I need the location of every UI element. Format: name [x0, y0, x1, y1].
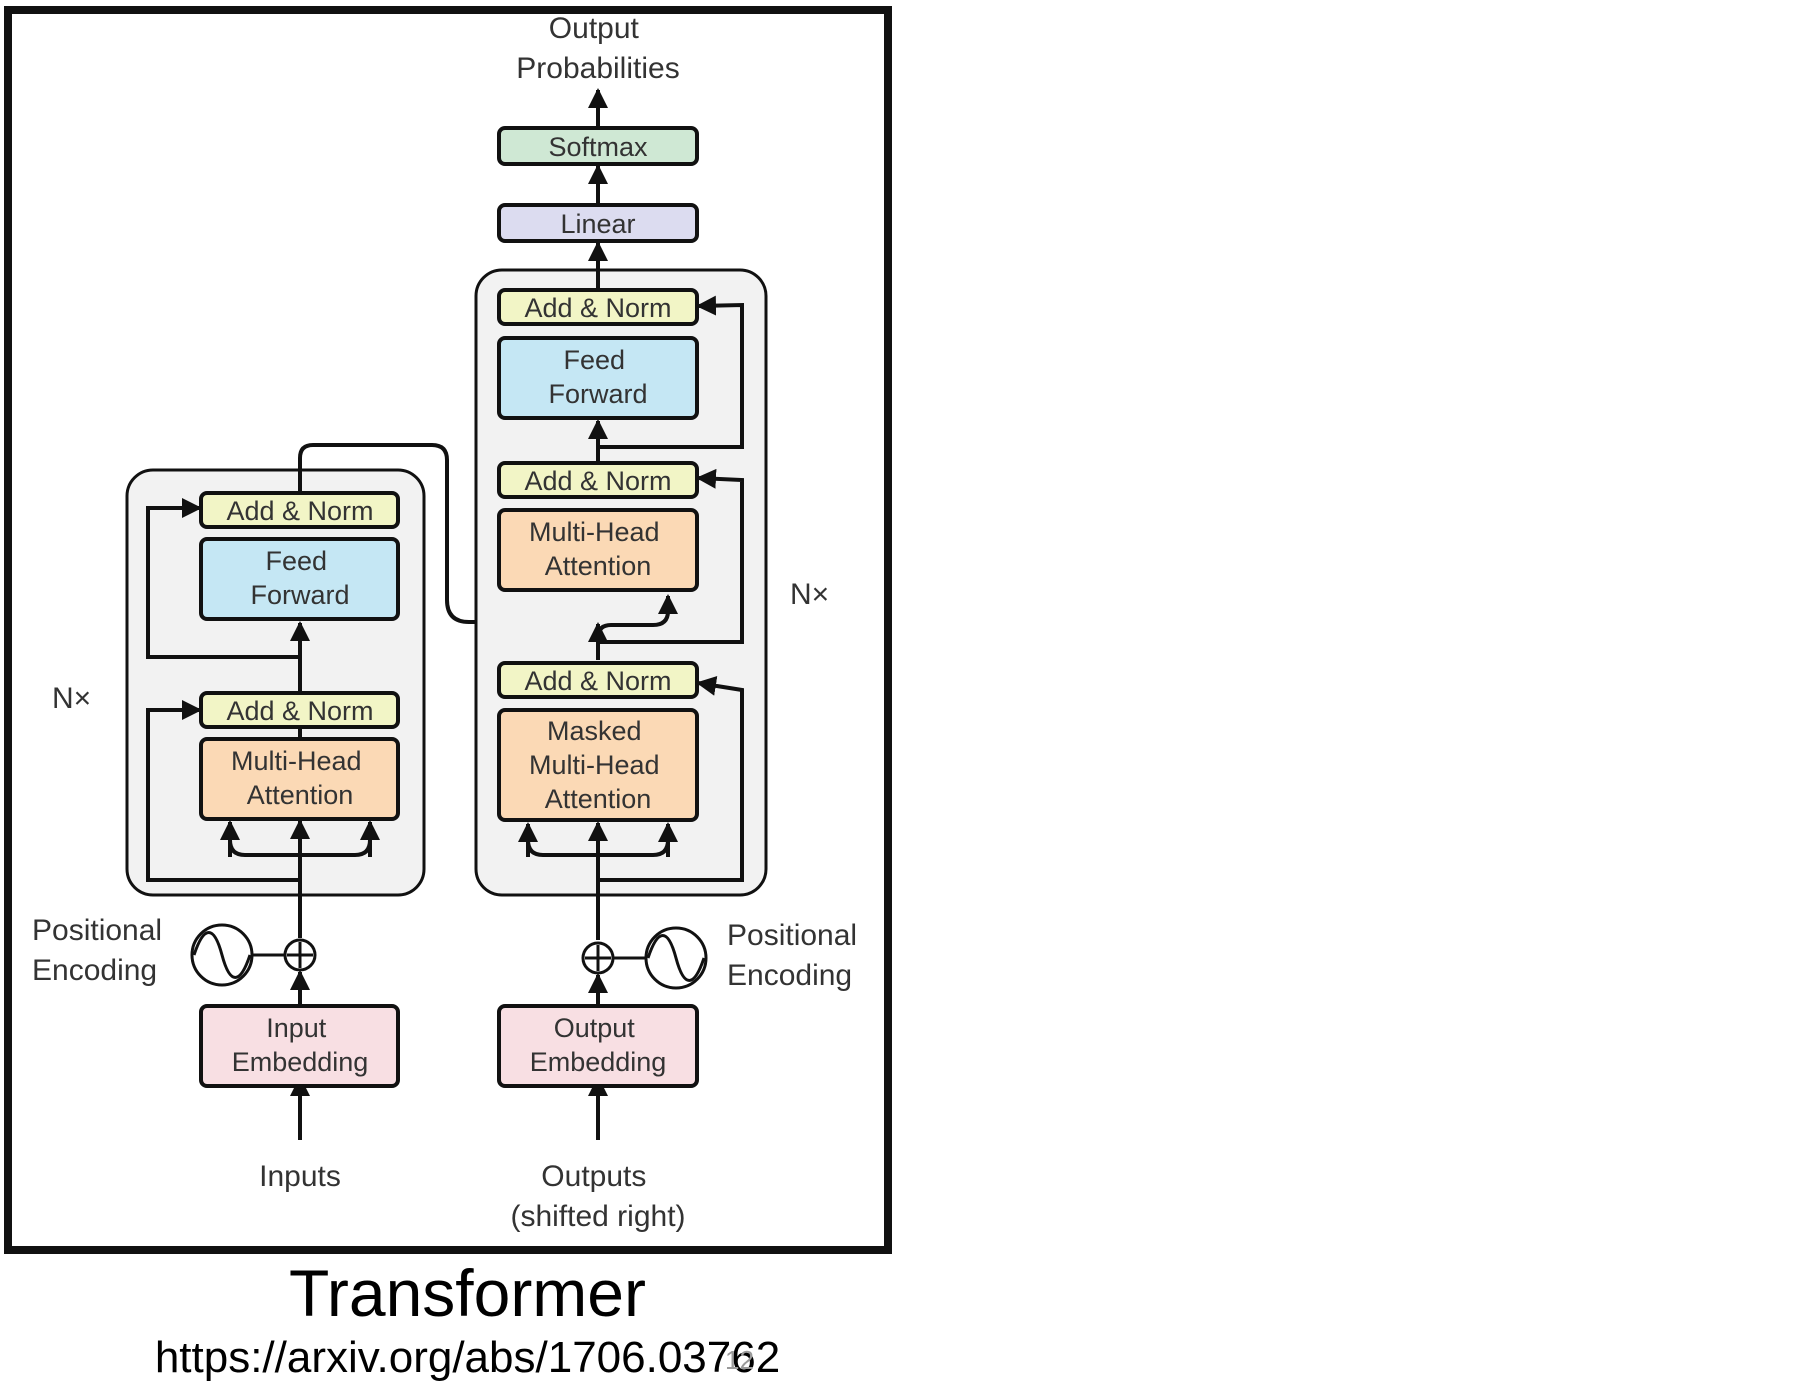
decoder-output-embedding-label: Output Embedding: [530, 1013, 667, 1077]
decoder-embedding-line-2: Embedding: [530, 1047, 667, 1077]
output-probabilities-label: Output Probabilities: [516, 12, 679, 85]
encoder-mha-line-2: Attention: [247, 780, 354, 810]
softmax-label: Softmax: [548, 132, 648, 162]
decoder-multi-head-attention-label: Multi-Head Attention: [529, 517, 667, 581]
softmax-box: [497, 126, 699, 166]
linear-box: [497, 203, 699, 243]
encoder-add-norm-ffn: [199, 491, 400, 529]
decoder-add-norm-cross: [497, 461, 699, 499]
decoder-feed-forward-line-1: Feed: [563, 345, 625, 375]
encoder-embedding-line-2: Embedding: [232, 1047, 369, 1077]
encoder-feed-forward-line-2: Forward: [250, 580, 349, 610]
outputs-label: Outputs (shifted right): [510, 1160, 685, 1233]
encoder-block-background: [125, 468, 426, 897]
encoder-positional-encoding-label: Positional Encoding: [32, 914, 170, 987]
decoder-mha-line-1: Multi-Head: [529, 517, 660, 547]
decoder-masked-multi-head-attention: [497, 708, 699, 822]
slide-number: 12: [725, 1345, 754, 1375]
encoder-pe-line-2: Encoding: [32, 954, 157, 987]
decoder-multi-head-attention: [497, 508, 699, 592]
output-probabilities-line-1: Output: [549, 12, 640, 45]
caption-title: Transformer: [289, 1256, 646, 1330]
decoder-masked-mha-line-3: Attention: [545, 784, 652, 814]
decoder-masked-mha-label: Masked Multi-Head Attention: [529, 716, 667, 814]
decoder-add-norm-ffn: [497, 288, 699, 326]
decoder-pe-line-1: Positional: [727, 919, 857, 952]
decoder-feed-forward-label: Feed Forward: [548, 345, 647, 409]
output-probabilities-line-2: Probabilities: [516, 52, 679, 85]
decoder-positional-encoding-label: Positional Encoding: [727, 919, 865, 992]
decoder-pe-line-2: Encoding: [727, 959, 852, 992]
encoder-add-norm-ffn-label: Add & Norm: [226, 496, 373, 526]
encoder-embedding-line-1: Input: [266, 1013, 327, 1043]
encoder-feed-forward-line-1: Feed: [265, 546, 327, 576]
encoder-mha-line-1: Multi-Head: [231, 746, 362, 776]
decoder-add-norm-ffn-label: Add & Norm: [524, 293, 671, 323]
encoder-input-embedding-label: Input Embedding: [232, 1013, 369, 1077]
encoder-feed-forward-label: Feed Forward: [250, 546, 349, 610]
encoder-add-norm-attn-label: Add & Norm: [226, 696, 373, 726]
encoder-input-embedding: [199, 1004, 400, 1088]
decoder-masked-mha-line-2: Multi-Head: [529, 750, 660, 780]
decoder-repeat-label: N×: [790, 578, 829, 611]
encoder-multi-head-attention-label: Multi-Head Attention: [231, 746, 369, 810]
encoder-pe-line-1: Positional: [32, 914, 162, 947]
caption-url: https://arxiv.org/abs/1706.03762: [154, 1333, 781, 1382]
decoder-masked-mha-line-1: Masked: [547, 716, 642, 746]
encoder-add-norm-attn: [199, 691, 400, 729]
decoder-add-norm-masked: [497, 661, 699, 699]
inputs-label: Inputs: [259, 1160, 341, 1193]
encoder-multi-head-attention: [199, 737, 400, 821]
outputs-line-1: Outputs: [541, 1160, 646, 1193]
decoder-feed-forward: [497, 336, 699, 420]
decoder-add-norm-cross-label: Add & Norm: [524, 466, 671, 496]
decoder-embedding-line-1: Output: [554, 1013, 636, 1043]
linear-label: Linear: [560, 209, 635, 239]
encoder-repeat-label: N×: [52, 682, 91, 715]
outputs-line-2: (shifted right): [510, 1200, 685, 1233]
encoder-feed-forward: [199, 537, 400, 621]
decoder-feed-forward-line-2: Forward: [548, 379, 647, 409]
decoder-output-embedding: [497, 1004, 699, 1088]
decoder-add-norm-masked-label: Add & Norm: [524, 666, 671, 696]
decoder-mha-line-2: Attention: [545, 551, 652, 581]
